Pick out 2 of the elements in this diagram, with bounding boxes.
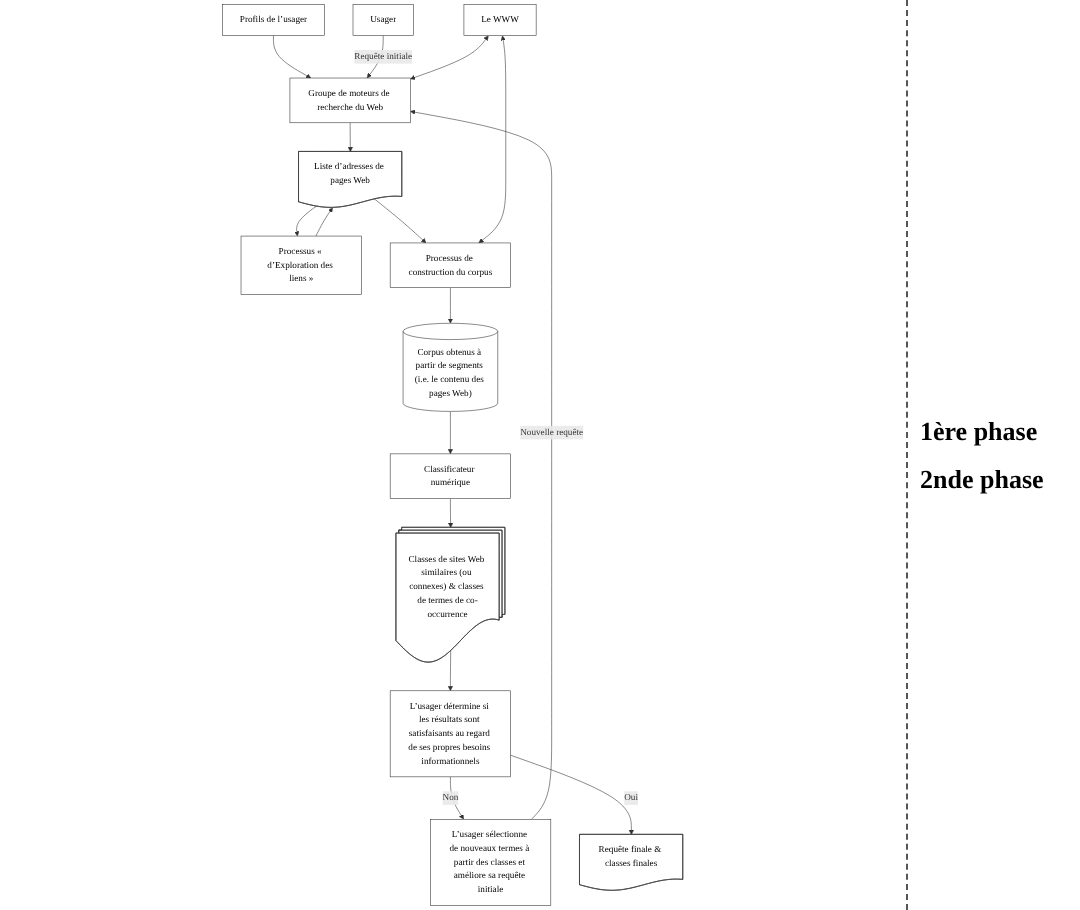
phase-label: 1ère phase xyxy=(920,415,1040,447)
phase-label: 2nde phase xyxy=(920,463,1046,495)
